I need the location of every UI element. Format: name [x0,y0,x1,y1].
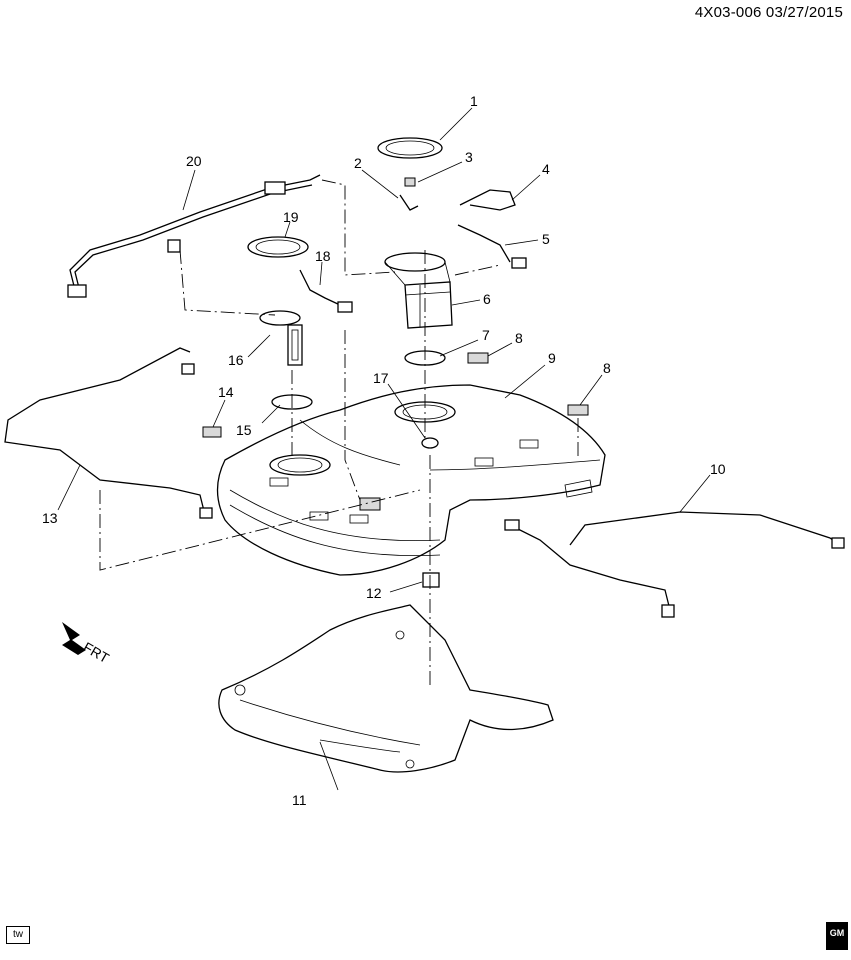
callout-labels: 1 2 3 4 5 6 7 8 8 9 10 11 12 13 14 15 16… [42,93,726,808]
grommet-17 [421,437,439,449]
fitting-3 [404,177,416,187]
fuel-sender-16 [259,310,303,366]
front-direction-arrow: FRT [62,622,112,666]
fuel-line-13 [4,347,206,516]
fuel-tank [216,384,606,576]
grommet-12 [422,572,440,588]
lock-ring-19 [247,236,309,258]
callout-8b: 8 [603,360,611,376]
callout-20: 20 [186,153,202,169]
callout-18: 18 [315,248,331,264]
insulator-pad-8a [467,352,489,364]
callout-5: 5 [542,231,550,247]
callout-12: 12 [366,585,382,601]
callout-15: 15 [236,422,252,438]
gm-logo-text: GM [829,928,845,938]
wire-harness-5 [457,224,511,263]
fuel-line-10 [509,511,841,611]
vent-line-4 [459,189,516,211]
diagram-code: 4X03-006 03/27/2015 [694,4,843,21]
insulator-14 [202,426,222,438]
tw-badge: tw [6,926,30,944]
fuel-pump-module [384,252,453,329]
callout-10: 10 [710,461,726,477]
wire-harness-18 [299,269,341,306]
callout-17: 17 [373,370,389,386]
callout-19: 19 [283,209,299,225]
callout-6: 6 [483,291,491,307]
callout-11: 11 [292,792,307,808]
callout-7: 7 [482,327,490,343]
fuel-line-20 [69,174,321,291]
callout-9: 9 [548,350,556,366]
callout-2: 2 [354,155,362,171]
callout-16: 16 [228,352,244,368]
callout-13: 13 [42,510,58,526]
callout-14: 14 [218,384,234,400]
gm-logo: GM [826,922,848,950]
heat-shield [218,604,554,773]
callout-8a: 8 [515,330,523,346]
insulator-pad-8b [567,404,589,416]
callout-1: 1 [470,93,478,109]
leader-lines [57,107,711,791]
front-label: FRT [81,639,113,667]
callout-4: 4 [542,161,550,177]
callout-3: 3 [465,149,473,165]
connector-2 [399,194,419,211]
lock-ring-1 [377,137,443,159]
